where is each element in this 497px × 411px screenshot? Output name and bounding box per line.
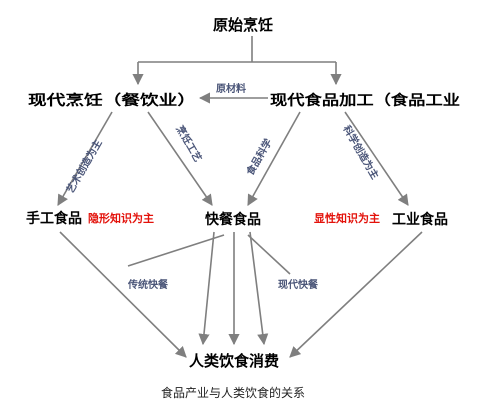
node-handmade-food: 手工食品 [26, 210, 82, 227]
edge-label-traditional-fast-food: 传统快餐 [127, 278, 169, 291]
node-industrial-food: 工业食品 [392, 211, 448, 228]
note-explicit-knowledge: 显性知识为主 [314, 211, 380, 225]
arrow-fastfood-to-consumption-right [249, 231, 269, 346]
arrow-handmade-to-consumption [59, 231, 187, 358]
arrow-cooking-to-fastfood [147, 111, 213, 206]
arrows [57, 36, 423, 358]
edge-label-science-creation: 科学创造为主 [340, 123, 381, 181]
note-tacit-knowledge: 隐形知识为主 [88, 211, 154, 225]
node-modern-cooking: 现代烹饪（餐饮业） [28, 92, 196, 109]
edge-label-modern-fast-food: 现代快餐 [278, 278, 319, 291]
node-human-consumption: 人类饮食消费 [189, 352, 279, 370]
edge-label-cooking-craft: 烹饪工艺 [173, 123, 204, 164]
node-fast-food: 快餐食品 [205, 211, 261, 228]
arrow-cooking-to-handmade [57, 111, 113, 206]
figure-caption: 食品产业与人类饮食的关系 [161, 385, 305, 400]
arrow-processing-to-industrial [344, 111, 409, 206]
edge-label-raw-material: 原材料 [216, 82, 246, 95]
connector-traditional-fast-food [127, 234, 225, 267]
edge-label-food-science: 食品科学 [243, 136, 275, 178]
arrow-industrial-to-consumption [289, 231, 423, 358]
connector-modern-fast-food [247, 234, 291, 275]
node-modern-food-processing: 现代食品加工（食品工业 [270, 92, 460, 109]
node-raw-cooking: 原始烹饪 [213, 16, 273, 34]
edge-label-art-creation: 艺术创造为主 [63, 137, 104, 195]
arrow-fastfood-to-consumption-left [198, 231, 215, 346]
arrow-processing-to-fastfood [247, 111, 301, 206]
